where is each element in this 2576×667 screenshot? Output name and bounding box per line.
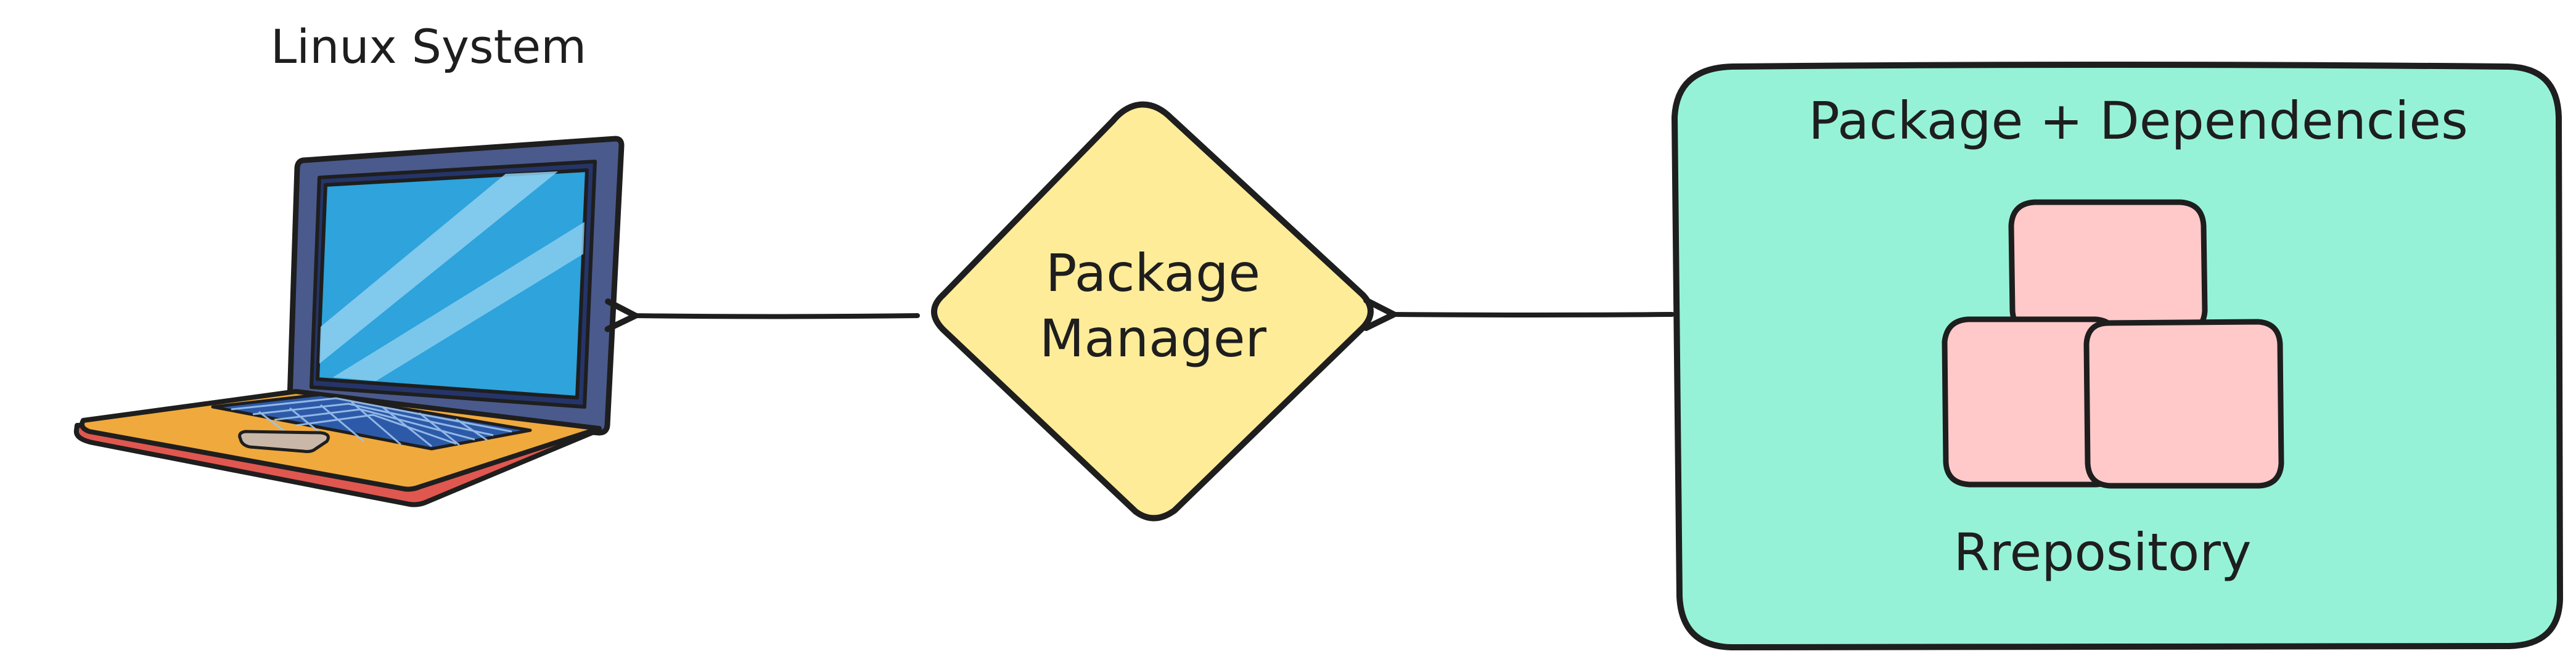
linux-system-node: Linux System: [73, 19, 625, 507]
arrow-repository-to-package-manager: [1363, 297, 1675, 331]
package-manager-label-line2: Manager: [1040, 308, 1267, 369]
package-manager-diamond: [931, 101, 1374, 522]
package-boxes-icon: [1942, 199, 2284, 489]
repository-title: Package + Dependencies: [1808, 91, 2468, 151]
repository-label: Rrepository: [1953, 522, 2251, 583]
package-manager-node: Package Manager: [931, 101, 1374, 522]
repository-node: Package + Dependencies Rrepository: [1672, 62, 2563, 650]
arrow-package-manager-to-linux: [604, 298, 920, 332]
package-manager-label-line1: Package: [1046, 243, 1260, 303]
linux-system-label: Linux System: [271, 19, 586, 74]
laptop-icon: [73, 136, 625, 507]
